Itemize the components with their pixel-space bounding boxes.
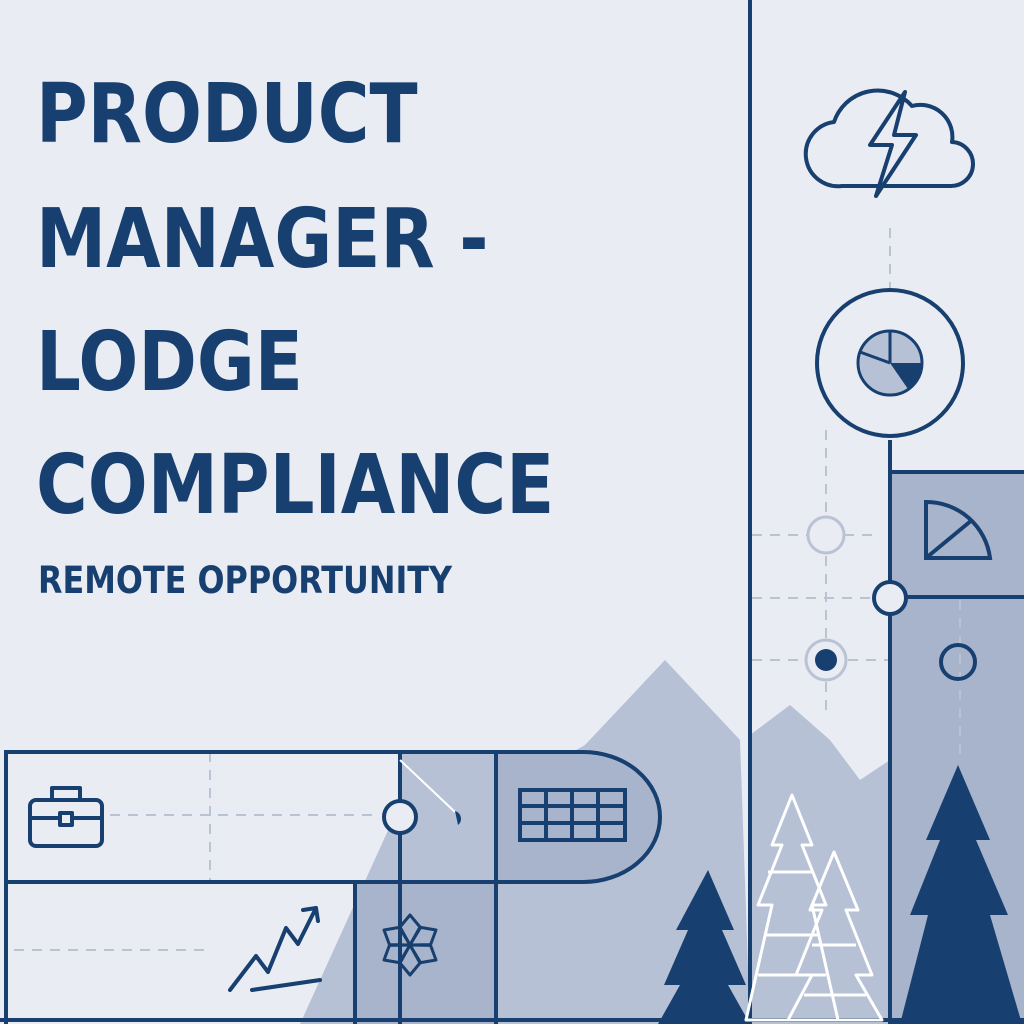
title-line-2: MANAGER - (36, 192, 489, 287)
node-circles (804, 515, 977, 682)
quarter-pie-icon (924, 499, 993, 560)
pie-chart-icon (815, 288, 965, 438)
briefcase-icon (28, 786, 104, 848)
bottom-panels (0, 750, 1024, 1024)
cloud-lightning-icon (803, 88, 975, 198)
title-line-3: LODGE (36, 315, 303, 410)
trend-up-icon (228, 906, 322, 992)
calendar-grid-icon (518, 788, 627, 842)
title-line-4: COMPLIANCE (36, 438, 555, 533)
title-line-1: PRODUCT (36, 67, 418, 162)
subtitle: REMOTE OPPORTUNITY (38, 559, 453, 602)
pine-tree-icon (658, 765, 1022, 1024)
snowflake-icon (382, 913, 438, 977)
